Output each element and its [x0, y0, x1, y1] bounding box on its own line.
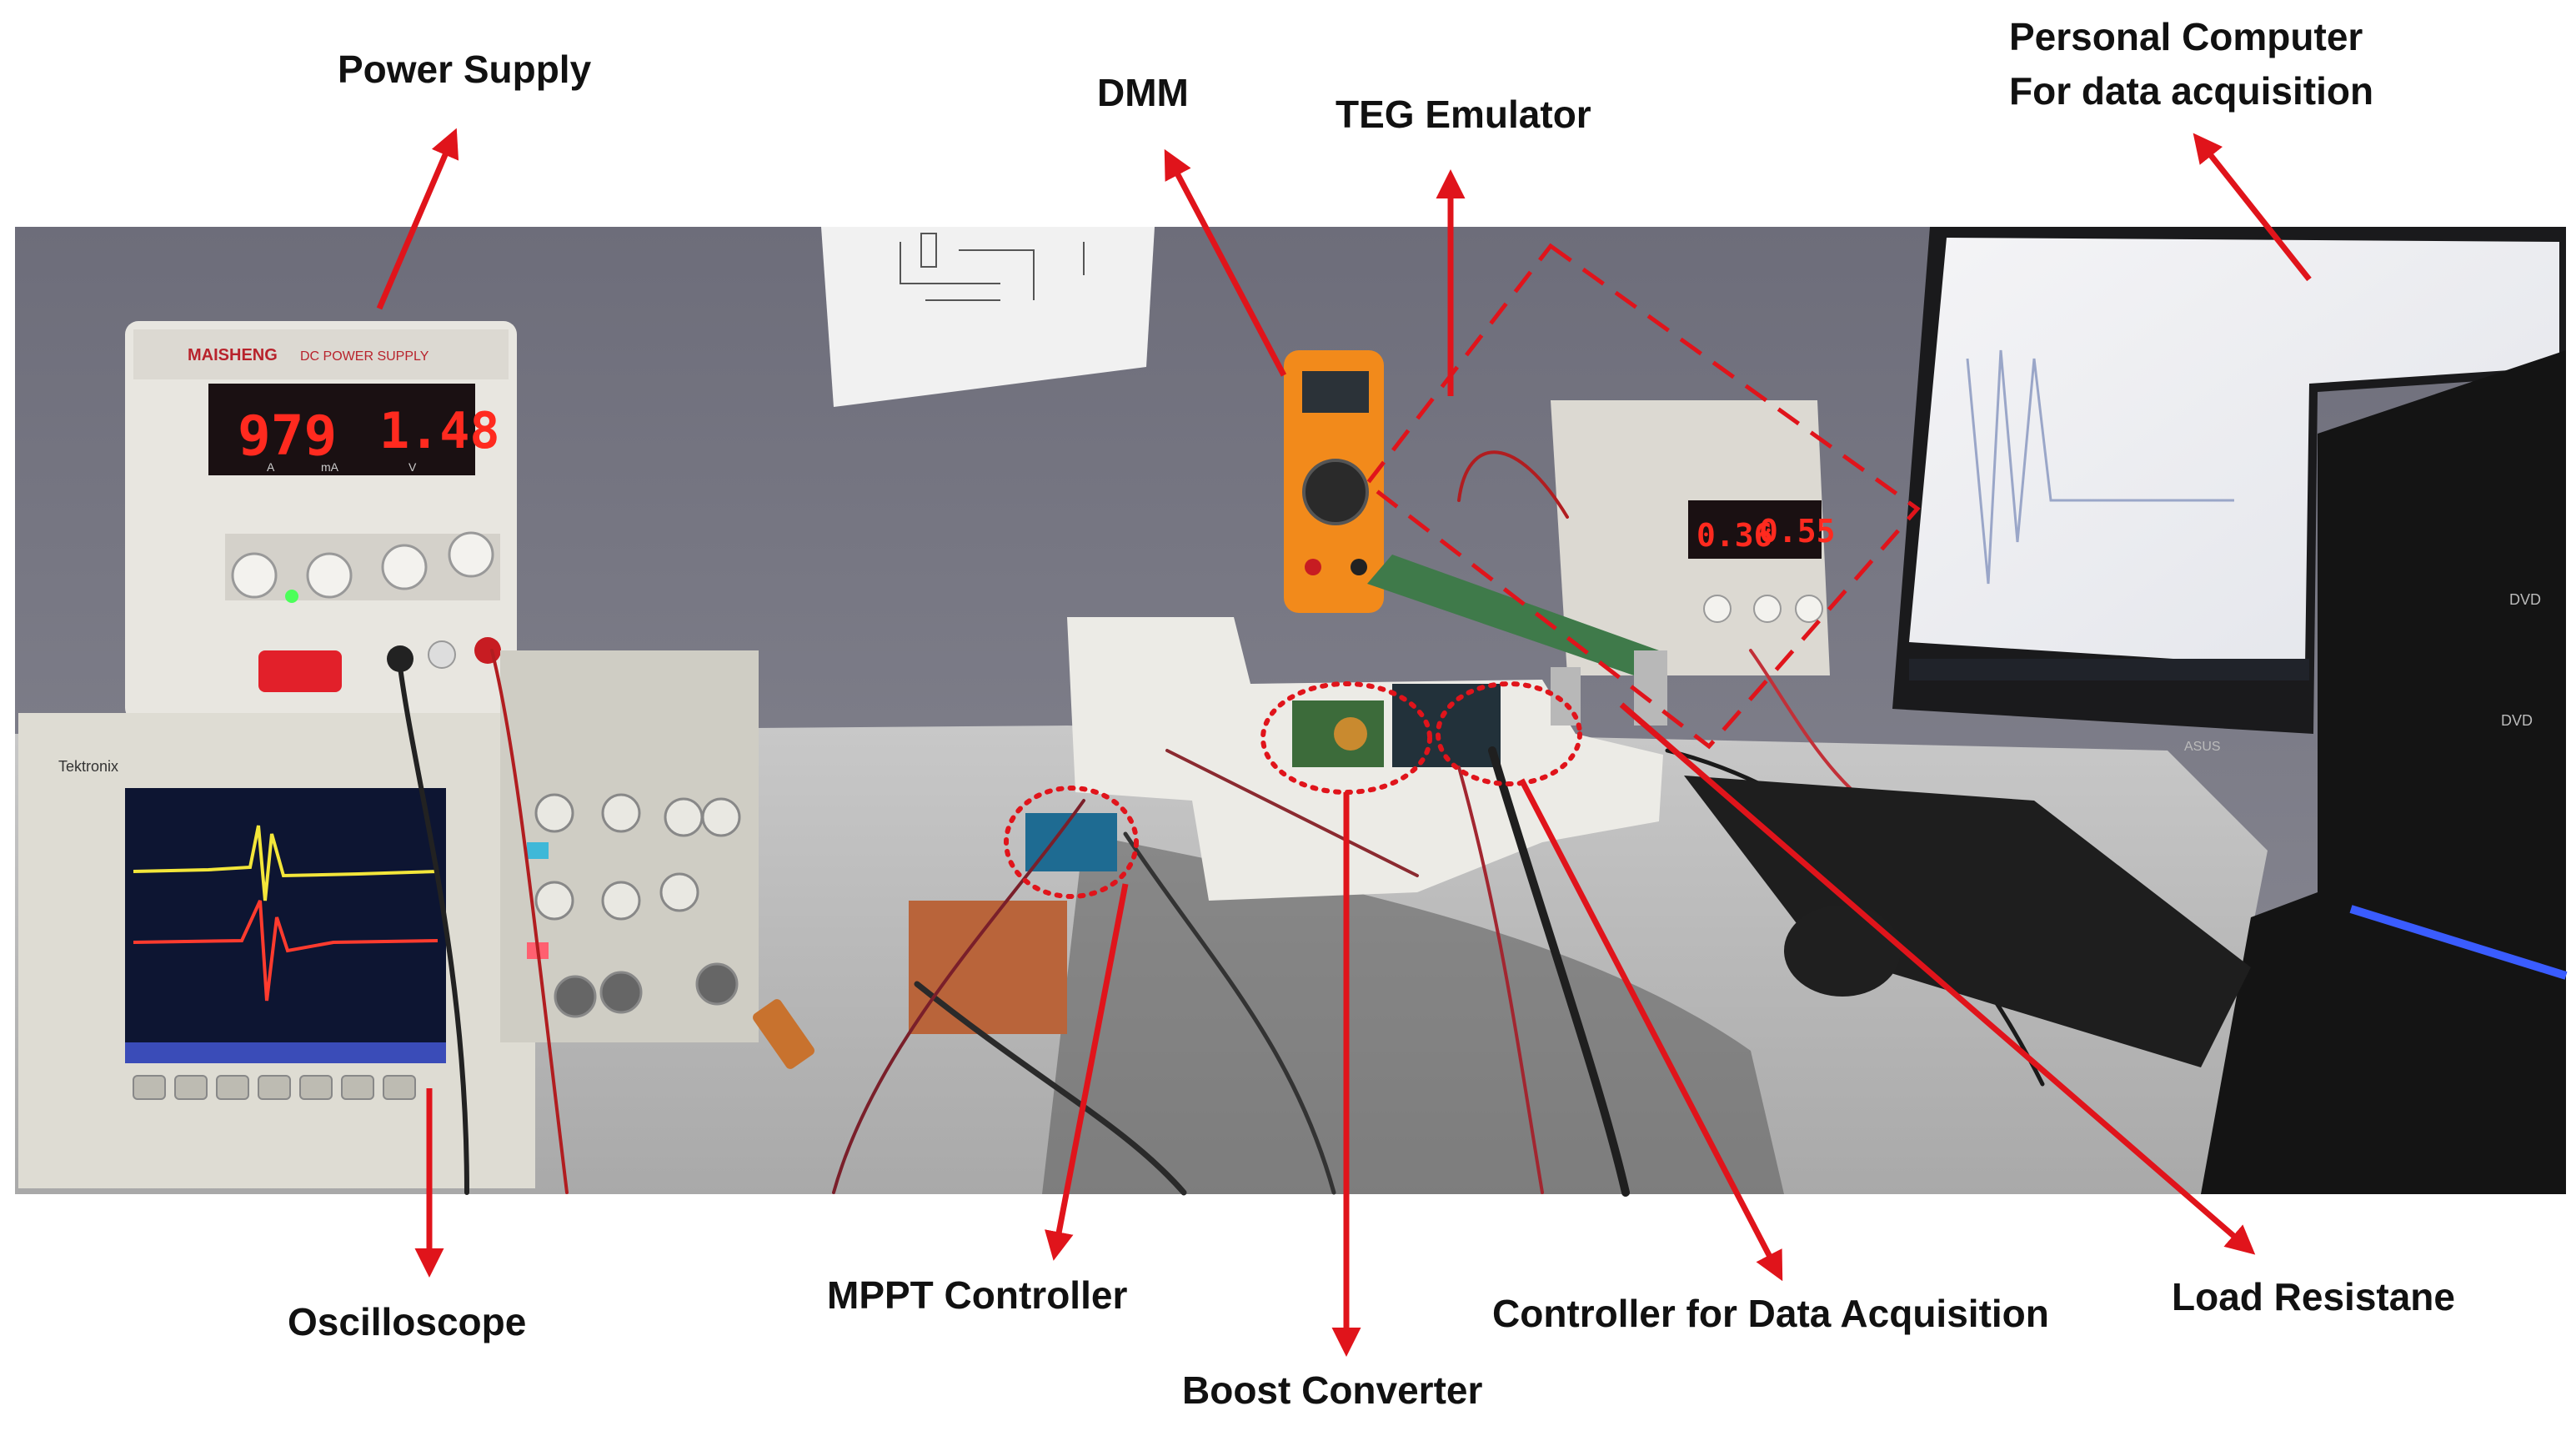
label-load-resistance: Load Resistane: [2172, 1275, 2455, 1318]
resistor-part: [753, 999, 814, 1069]
dmm-unit: [1284, 350, 1384, 613]
personal-computer-arrow: [2193, 133, 2312, 282]
psu-terminal: [428, 640, 456, 669]
monitor-brand-text: ASUS: [2184, 740, 2221, 754]
teg-emulator-supply: 0.36 0.55: [1551, 400, 1836, 675]
scope-trace-red: [133, 900, 439, 1002]
scope-brand-text: Tektronix: [58, 758, 118, 775]
label-oscilloscope: Oscilloscope: [288, 1300, 527, 1343]
wires: [398, 450, 2045, 1197]
daq-arrow: [1518, 778, 1783, 1282]
psu-model-text: DC POWER SUPPLY: [300, 349, 429, 364]
load-resistance-arrow: [1619, 702, 2256, 1255]
psu-voltage-readout: 1.48: [379, 402, 500, 460]
psu-unit-v: V: [408, 460, 417, 474]
schematic-paper: [821, 227, 1155, 407]
power-supply-arrow: [376, 128, 459, 310]
oscilloscope-unit: Tektronix: [18, 650, 759, 1188]
psu-brand-text: MAISHENG: [188, 346, 278, 364]
label-mppt-controller: MPPT Controller: [827, 1273, 1128, 1317]
label-controller-data-acquisition: Controller for Data Acquisition: [1492, 1292, 2049, 1335]
annotations: [376, 128, 2312, 1357]
daq-highlight-circle: [1436, 681, 1582, 786]
mouse: [1784, 905, 1901, 997]
psu-knob: [381, 544, 428, 590]
dmm-arrow: [1164, 148, 1287, 377]
label-teg-emulator: TEG Emulator: [1336, 93, 1591, 136]
teg-highlight-box: [1364, 243, 1921, 750]
psu-led: [285, 590, 298, 603]
photo: MAISHENG DC POWER SUPPLY 979 1.48 A mA V…: [15, 227, 2568, 1197]
teg-display: [1688, 500, 1822, 559]
label-boost-converter: Boost Converter: [1182, 1368, 1483, 1412]
pcb-plate: [909, 901, 1067, 1034]
dvd-logo-1: DVD: [2509, 591, 2541, 608]
psu-unit-a: A: [267, 460, 275, 474]
label-power-supply: Power Supply: [338, 48, 592, 91]
label-dmm: DMM: [1097, 71, 1189, 114]
load-resistor: [1367, 555, 1667, 726]
keyboard: [1684, 776, 2251, 1067]
teg-current-readout: 0.36: [1696, 517, 1773, 554]
teg-voltage-readout: 0.55: [1759, 513, 1836, 550]
data-acq-board: [1392, 684, 1501, 767]
psu-terminal: [387, 645, 413, 672]
psu-unit-ma: mA: [321, 460, 339, 474]
mppt-highlight-circle: [1004, 786, 1139, 899]
pc-monitor: ASUS: [1892, 227, 2566, 754]
label-personal-computer: Personal Computer For data acquisition: [2009, 15, 2374, 113]
psu-knob: [231, 552, 278, 599]
scope-screen: [125, 788, 446, 1063]
mppt-arrow: [1045, 883, 1129, 1261]
inductor: [1334, 717, 1367, 751]
mppt-board: [1025, 813, 1117, 871]
psu-power-button: [258, 650, 342, 692]
power-supply-unit: MAISHENG DC POWER SUPPLY 979 1.48 A mA V: [125, 321, 517, 721]
scope-trace-yellow: [133, 825, 439, 901]
psu-current-readout: 979: [238, 404, 337, 468]
psu-display: [208, 384, 475, 475]
psu-knob: [306, 552, 353, 599]
dvd-logo-2: DVD: [2501, 712, 2533, 729]
circuit-boards: [753, 684, 1501, 1069]
pc-tower: DVD DVD: [2201, 350, 2568, 1194]
psu-knob: [448, 531, 494, 578]
psu-terminal: [474, 637, 501, 664]
